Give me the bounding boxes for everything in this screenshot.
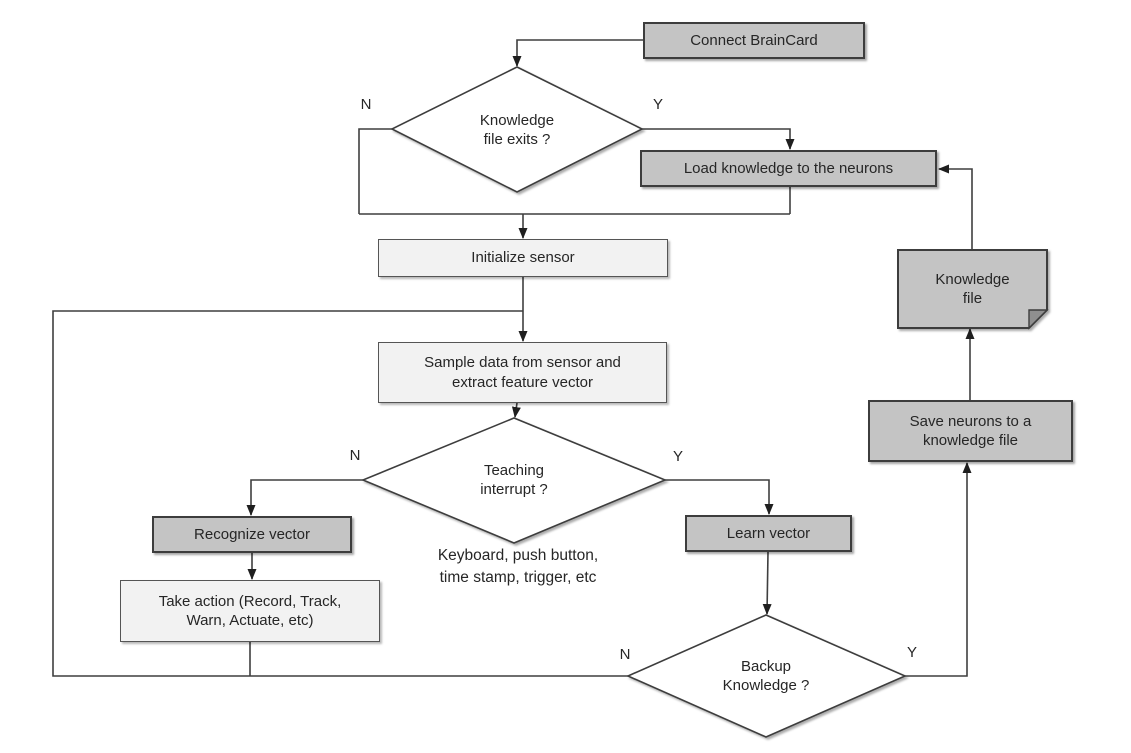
node-save-neurons: Save neurons to a knowledge file [868, 400, 1073, 462]
node-take-action: Take action (Record, Track, Warn, Actuat… [120, 580, 380, 642]
connector-backup-yes-to-save [905, 462, 972, 677]
connector-learn-to-backup [762, 551, 772, 615]
decision-backup-knowledge-label: Backup Knowledge ? [722, 657, 810, 695]
node-sample-data: Sample data from sensor and extract feat… [378, 342, 667, 403]
branch-label-teaching-no: N [349, 447, 361, 464]
branch-label-backup-yes: Y [906, 644, 917, 661]
connector-sample-to-teaching [511, 402, 521, 418]
connector-teaching-no-to-recognize [246, 479, 363, 516]
decision-file-exists-label: Knowledge file exits ? [479, 111, 555, 149]
teaching-interrupt-note: Keyboard, push button, time stamp, trigg… [437, 547, 599, 586]
node-learn-vector: Learn vector [685, 515, 852, 552]
branch-label-file-exists-no: N [360, 96, 372, 113]
connector-teaching-yes-to-learn [665, 479, 774, 515]
connector-return-loop [52, 310, 628, 677]
branch-label-file-exists-yes: Y [652, 96, 663, 113]
node-load-knowledge: Load knowledge to the neurons [640, 150, 937, 187]
connector-file-exists-yes-to-load [642, 128, 795, 150]
node-recognize-vector: Recognize vector [152, 516, 352, 553]
branch-label-teaching-yes: Y [672, 448, 683, 465]
document-knowledge-file-label: Knowledge file [935, 270, 1010, 308]
document-fold-corner [1028, 309, 1049, 330]
connector-knowledge-file-to-load [938, 164, 973, 250]
decision-teaching-interrupt-shape [360, 417, 668, 544]
decision-backup-knowledge-shape [626, 614, 907, 738]
node-connect-braincard: Connect BrainCard [643, 22, 865, 59]
decision-teaching-interrupt-label: Teaching interrupt ? [480, 461, 548, 499]
decision-file-exists-shape [390, 66, 644, 193]
connector-file-exists-no-down [358, 128, 392, 214]
branch-label-backup-no: N [619, 646, 631, 663]
connector-connect-to-file-exists [512, 39, 643, 67]
node-initialize-sensor: Initialize sensor [378, 239, 668, 277]
